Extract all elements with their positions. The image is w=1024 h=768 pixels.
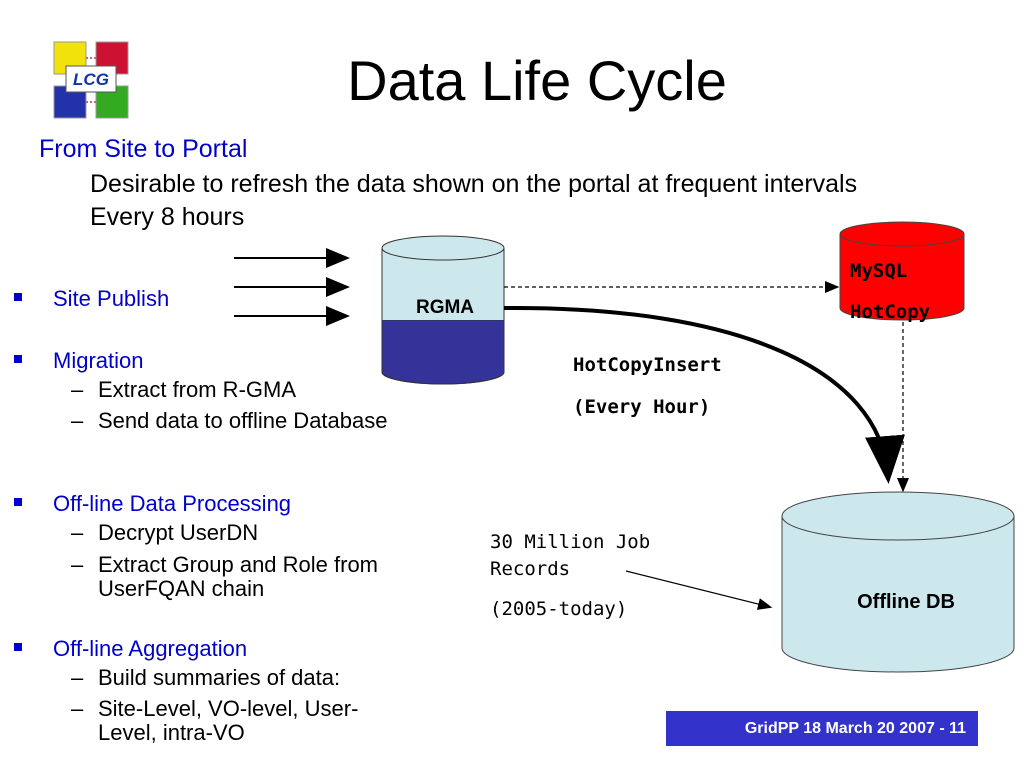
rgma-cylinder — [381, 235, 505, 385]
records-label-3: (2005-today) — [490, 598, 627, 620]
dash-marker: – — [71, 520, 84, 545]
logo-text: LCG — [73, 70, 109, 89]
bullet-label: Site Publish — [53, 286, 170, 311]
bullet-label: Migration — [53, 348, 144, 373]
dash-marker: – — [71, 377, 84, 402]
records-label-1: 30 Million Job — [490, 531, 650, 553]
every-hour-label: (Every Hour) — [573, 396, 710, 418]
offline-db-label: Offline DB — [857, 591, 955, 613]
bullet-marker — [14, 355, 22, 363]
bullet-marker — [14, 643, 22, 651]
hotcopyinsert-curve-arrow — [503, 305, 905, 484]
subtitle: From Site to Portal — [39, 135, 248, 163]
hotcopy-label: HotCopy — [850, 301, 930, 323]
hotcopyinsert-label: HotCopyInsert — [573, 354, 722, 376]
rgma-label: RGMA — [416, 297, 474, 318]
bullet-marker — [14, 498, 22, 506]
mysql-hotcopy-cylinder — [839, 221, 965, 321]
footer-badge: GridPP 18 March 20 2007 - 11 — [666, 711, 978, 746]
bullet-label: Off-line Aggregation — [53, 636, 248, 661]
mysql-label: MySQL — [850, 260, 907, 282]
sub-line-2: Every 8 hours — [90, 203, 245, 231]
records-pointer-arrow — [625, 570, 773, 610]
dash-marker: – — [71, 552, 84, 577]
dash-marker: – — [71, 408, 84, 433]
slide-title: Data Life Cycle — [347, 49, 727, 112]
dash-marker: – — [71, 696, 84, 721]
bullet-marker — [14, 293, 22, 301]
lcg-logo: LCG — [53, 41, 129, 119]
offline-db-cylinder — [781, 491, 1015, 673]
records-label-2: Records — [490, 558, 570, 580]
bullet-label: Off-line Data Processing — [53, 491, 292, 516]
sub-line-1: Desirable to refresh the data shown on t… — [90, 170, 858, 198]
dash-marker: – — [71, 665, 84, 690]
